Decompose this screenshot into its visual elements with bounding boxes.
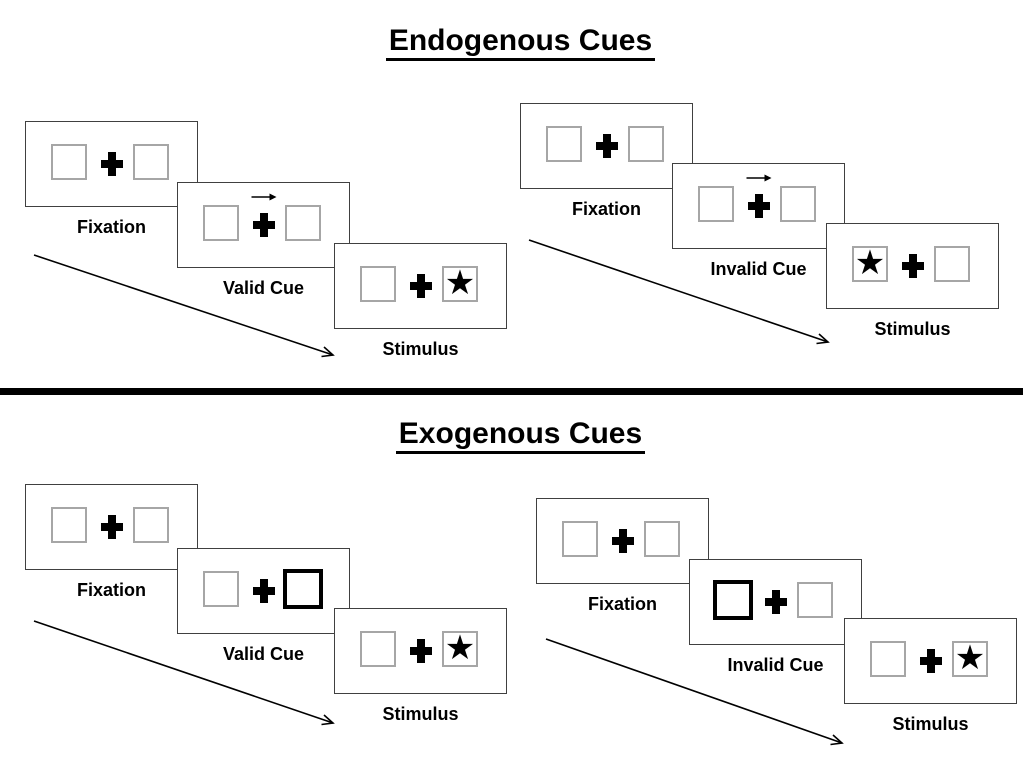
right-box	[780, 186, 816, 222]
right-box	[934, 246, 970, 282]
section-title-text: Endogenous Cues	[385, 24, 656, 61]
stimulus-panel: ★ Stimulus	[844, 618, 1017, 734]
sequence-timeline-arrow	[544, 636, 854, 750]
star-icon: ★	[854, 244, 886, 282]
fixation-cross-icon	[252, 213, 275, 237]
left-box	[203, 205, 239, 241]
fixation-cross-icon	[409, 639, 432, 663]
section-title-endogenous: Endogenous Cues	[0, 24, 1023, 61]
fixation-cross-icon	[764, 590, 787, 614]
right-box	[628, 126, 664, 162]
fixation-cross-icon	[409, 274, 432, 298]
right-box: ★	[442, 631, 478, 667]
stimulus-panel: ★ Stimulus	[826, 223, 999, 339]
right-box	[133, 144, 169, 180]
cue-highlight-box	[283, 569, 323, 609]
fixation-panel: Fixation	[520, 103, 693, 219]
cue-panel: Invalid Cue	[689, 559, 862, 675]
right-box	[285, 205, 321, 241]
fixation-cross-icon	[252, 579, 275, 603]
left-box	[562, 521, 598, 557]
section-title-text: Exogenous Cues	[395, 417, 646, 454]
cue-panel: Valid Cue	[177, 182, 350, 298]
left-box	[360, 266, 396, 302]
panel-label: Fixation	[76, 217, 147, 237]
fixation-cross-icon	[747, 194, 770, 218]
fixation-cross-icon	[595, 134, 618, 158]
panel-label: Stimulus	[874, 319, 951, 339]
left-box: ★	[852, 246, 888, 282]
left-box	[698, 186, 734, 222]
sequence-timeline-arrow	[32, 252, 342, 366]
left-box	[203, 571, 239, 607]
panel-label: Fixation	[571, 199, 642, 219]
left-box	[51, 144, 87, 180]
cue-panel: Valid Cue	[177, 548, 350, 664]
sequence-timeline-arrow	[527, 237, 837, 351]
right-box	[133, 507, 169, 543]
fixation-panel: Fixation	[25, 121, 198, 237]
section-title-exogenous: Exogenous Cues	[0, 417, 1023, 454]
fixation-panel: Fixation	[536, 498, 709, 614]
fixation-cross-icon	[919, 649, 942, 673]
star-icon: ★	[954, 639, 986, 677]
cue-highlight-box	[713, 580, 753, 620]
panel-label: Fixation	[76, 580, 147, 600]
panel-label: Valid Cue	[222, 644, 305, 664]
fixation-panel: Fixation	[25, 484, 198, 600]
left-box	[546, 126, 582, 162]
star-icon: ★	[444, 629, 476, 667]
left-box	[51, 507, 87, 543]
fixation-cross-icon	[100, 152, 123, 176]
right-box: ★	[952, 641, 988, 677]
panel-label: Invalid Cue	[710, 259, 807, 279]
right-box	[644, 521, 680, 557]
panel-label: Stimulus	[382, 339, 459, 359]
left-box	[870, 641, 906, 677]
fixation-cross-icon	[901, 254, 924, 278]
panel-label: Stimulus	[382, 704, 459, 724]
left-box	[360, 631, 396, 667]
sequence-timeline-arrow	[32, 618, 342, 732]
stimulus-panel: ★ Stimulus	[334, 608, 507, 724]
arrow-right-icon	[251, 193, 276, 201]
cue-panel: Invalid Cue	[672, 163, 845, 279]
arrow-right-icon	[746, 174, 771, 182]
fixation-cross-icon	[100, 515, 123, 539]
right-box: ★	[442, 266, 478, 302]
panel-label: Stimulus	[892, 714, 969, 734]
panel-label: Invalid Cue	[727, 655, 824, 675]
fixation-cross-icon	[611, 529, 634, 553]
stimulus-panel: ★ Stimulus	[334, 243, 507, 359]
star-icon: ★	[444, 264, 476, 302]
section-divider	[0, 388, 1023, 395]
right-box	[797, 582, 833, 618]
panel-label: Valid Cue	[222, 278, 305, 298]
panel-label: Fixation	[587, 594, 658, 614]
